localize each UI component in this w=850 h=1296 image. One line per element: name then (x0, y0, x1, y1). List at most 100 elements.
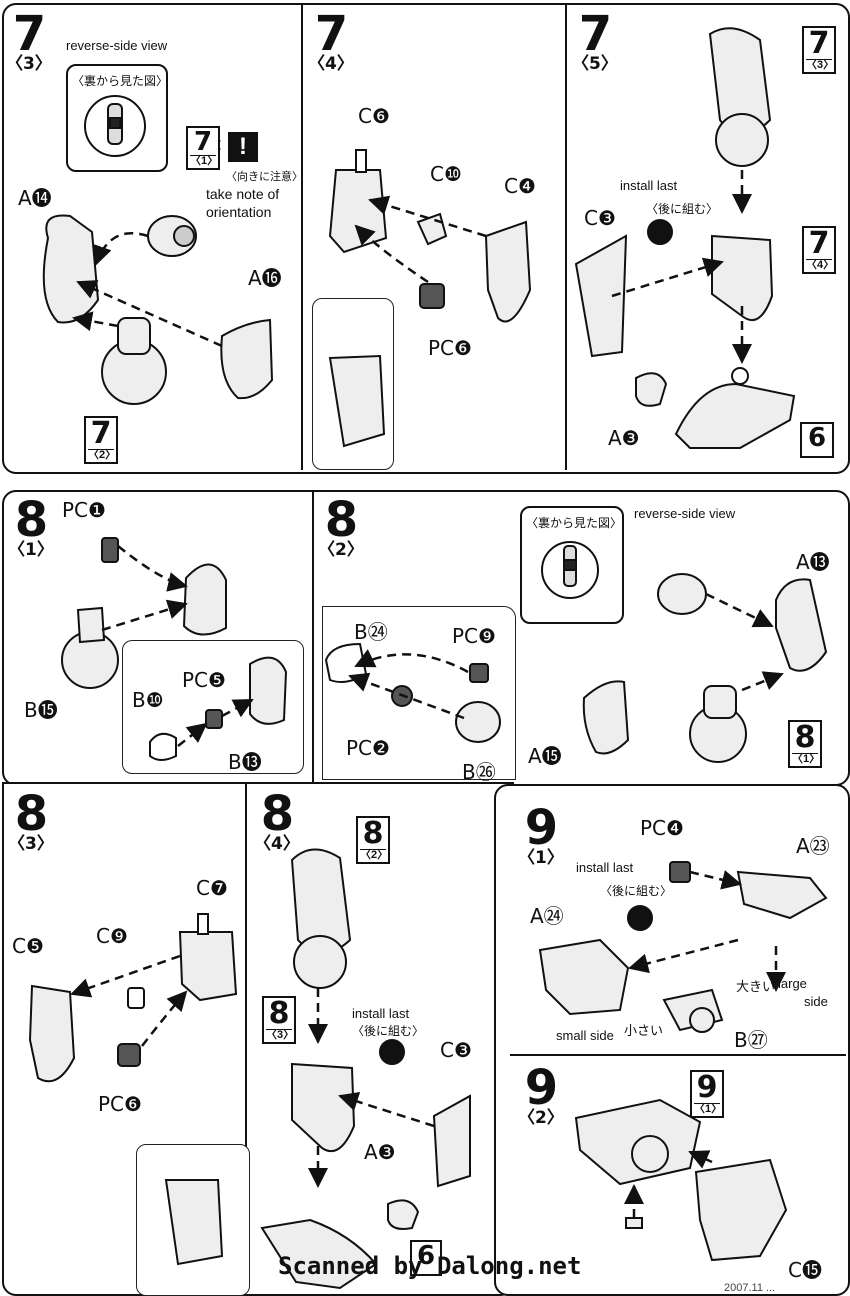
step-number-8-2: 8 〈2〉 (318, 492, 364, 560)
part-a24-shape (538, 938, 630, 1016)
part-c15: C⓯ (788, 1258, 822, 1282)
part-b26-shape (455, 701, 501, 743)
part-pce: PC❺ (182, 668, 226, 692)
step-number-7-4: 7 〈4〉 (308, 6, 354, 74)
part-pcc-shape (117, 1043, 141, 1067)
part-c3: C❸ (440, 1038, 472, 1062)
hip-joint (182, 563, 227, 636)
small-side-note: small side (556, 1028, 614, 1043)
part-pcc: PC❻ (428, 336, 472, 360)
part-pci: PC❾ (452, 624, 496, 648)
part-b13: B⓭ (228, 750, 262, 774)
part-a23-shape (736, 870, 828, 920)
step-num: 7 (12, 6, 46, 62)
ref-box-7-2: 7 〈2〉 (84, 416, 118, 464)
part-b24: B㉔ (354, 620, 388, 644)
ref-box-9-1: 9 〈1〉 (690, 1070, 724, 1118)
part-a16: A⓰ (248, 266, 282, 290)
part-b26: B㉖ (462, 760, 496, 784)
small-side-jp: 小さい (624, 1023, 664, 1038)
exclamation-icon: ! (228, 132, 258, 162)
part-a15: A⓯ (528, 744, 562, 768)
foot (260, 1218, 378, 1290)
large-side-jp: 大きい (736, 979, 776, 994)
part-c3: C❸ (584, 206, 616, 230)
divider (565, 5, 567, 470)
part-c10-shape (416, 212, 448, 246)
step-number-8-4: 8 〈4〉 (254, 786, 300, 854)
reverse-side-note: reverse-side view (634, 506, 736, 521)
part-pcj: PC❶ (62, 498, 106, 522)
scanner-watermark: Scanned by Dalong.net (278, 1252, 582, 1280)
divider (245, 784, 247, 1292)
part-a14: A⓮ (18, 186, 52, 210)
part-a15-shape (582, 680, 630, 755)
part-pcj-shape (101, 537, 119, 563)
divider (510, 1054, 846, 1056)
part-c3-shape (432, 1094, 471, 1188)
detail-inset (322, 606, 516, 780)
part-pcc-shape (419, 283, 445, 309)
step-number-7-5: 7 〈5〉 (572, 6, 618, 74)
step-number-7-3: 7 〈3〉 (6, 10, 52, 73)
ref-box-8-1: 8 〈1〉 (788, 720, 822, 768)
part-a16-shape (220, 318, 274, 400)
install-last-jp: 〈後に組む〉 (352, 1024, 425, 1038)
ref-box-7-4: 7 〈4〉 (802, 226, 836, 274)
part-a13-shape (775, 578, 828, 672)
install-last-note: install last (576, 860, 634, 875)
ref-box-6: 6 (410, 1240, 442, 1276)
part-pci-shape (469, 663, 489, 683)
ref-box-7-1: 7 〈1〉 (186, 126, 220, 170)
part-c7-shape (178, 931, 238, 1002)
part-c9: C❾ (96, 924, 128, 948)
part-c6-shape (328, 169, 388, 254)
part-pcc: PC❻ (98, 1092, 142, 1116)
part-c4-shape (484, 220, 532, 323)
warning-jp: 〈向きに注意〉 (226, 171, 303, 183)
step-sub: 〈3〉 (6, 54, 52, 74)
part-pcb: PC❷ (346, 736, 390, 760)
install-last-jp: 〈後に組む〉 (600, 884, 673, 898)
colon: : (217, 134, 223, 154)
cap-cylinder (657, 573, 707, 615)
corner-code: 2007.11 ... (724, 1282, 776, 1294)
part-c5: C❺ (12, 934, 44, 958)
install-last-note: install last (620, 178, 678, 193)
part-pcd: PC❹ (640, 816, 684, 840)
part-a3-shape (635, 372, 668, 407)
divider (312, 492, 314, 782)
part-pcd-shape (669, 861, 691, 883)
part-pce-shape (205, 709, 223, 729)
large-side-note-2: side (804, 994, 828, 1009)
install-last-note: install last (352, 1006, 410, 1021)
install-last-jp: 〈後に組む〉 (646, 202, 719, 216)
part-c10: C❿ (430, 162, 462, 186)
part-b27: B㉗ (734, 1028, 768, 1052)
part-a24: A㉔ (530, 904, 564, 928)
divider (301, 5, 303, 470)
part-c7: C❼ (196, 876, 228, 900)
part-b10: B❿ (132, 688, 164, 712)
part-a3-shape (387, 1199, 420, 1230)
part-c15-shape (694, 1158, 788, 1262)
ref-box-6: 6 (800, 422, 834, 458)
panel-step-8-bottom (2, 782, 514, 1296)
ref-box-8-3: 8 〈3〉 (262, 996, 296, 1044)
part-c4: C❹ (504, 174, 536, 198)
bubble-label: 〈裏から見た図〉 (72, 74, 169, 88)
knee-frame (291, 1062, 356, 1153)
part-a23: A㉓ (796, 834, 830, 858)
foot (674, 382, 796, 449)
part-b10-shape (149, 732, 177, 761)
orientation-note-2: orientation (206, 204, 272, 220)
step-number-9-1: 9 〈1〉 (518, 800, 564, 868)
knee-frame (711, 234, 774, 321)
part-a3: A❸ (364, 1140, 396, 1164)
part-b15: B⓯ (24, 698, 58, 722)
orientation-note-1: take note of (206, 186, 280, 202)
reverse-side-note: reverse-side view (66, 38, 168, 53)
step-number-8-1: 8 〈1〉 (8, 492, 54, 560)
part-a3: A❸ (608, 426, 640, 450)
part-c5-shape (28, 984, 76, 1083)
